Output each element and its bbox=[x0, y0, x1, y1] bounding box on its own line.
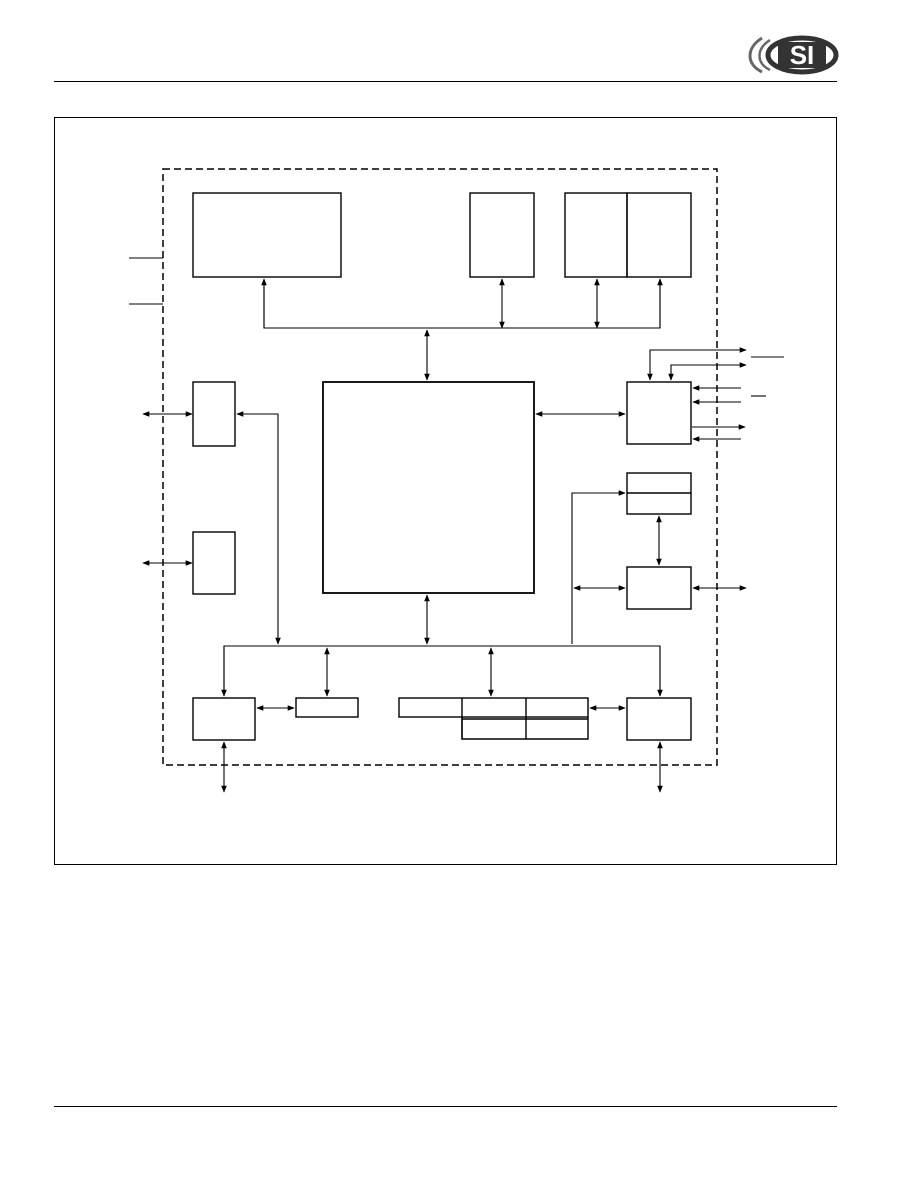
bottom-register-block bbox=[398, 697, 589, 718]
control-out-2 bbox=[668, 364, 746, 381]
left-io-block-2 bbox=[192, 531, 236, 595]
logo-oval bbox=[765, 35, 839, 75]
right-control-block bbox=[626, 381, 692, 445]
register-lower-row bbox=[461, 717, 589, 740]
control-out-1 bbox=[647, 347, 747, 381]
bottom-right-block bbox=[626, 697, 692, 741]
bottom-small-block bbox=[295, 697, 359, 718]
logo-swoosh-inner bbox=[758, 38, 771, 72]
figure-frame bbox=[54, 117, 837, 865]
bus-to-stack-line bbox=[571, 490, 626, 644]
bottom-bus-line bbox=[223, 645, 661, 696]
left-io-bus-line bbox=[236, 411, 281, 645]
company-logo: SI bbox=[748, 35, 839, 75]
footer-rule bbox=[54, 1106, 837, 1107]
top-mid-block bbox=[469, 192, 535, 278]
left-io-block-1 bbox=[192, 381, 236, 447]
header-rule bbox=[54, 81, 837, 82]
cpu-core-block bbox=[322, 381, 535, 594]
chip-boundary bbox=[162, 168, 718, 766]
top-bus-line bbox=[263, 280, 661, 329]
top-right-block-b bbox=[626, 192, 692, 278]
right-mid-block bbox=[626, 566, 692, 610]
bottom-left-block bbox=[192, 697, 256, 741]
logo-oval-backing bbox=[778, 42, 826, 68]
top-left-block bbox=[192, 192, 342, 278]
logo-text: SI bbox=[790, 40, 815, 70]
top-right-block-a bbox=[564, 192, 628, 278]
logo-swoosh-outer bbox=[748, 36, 763, 74]
